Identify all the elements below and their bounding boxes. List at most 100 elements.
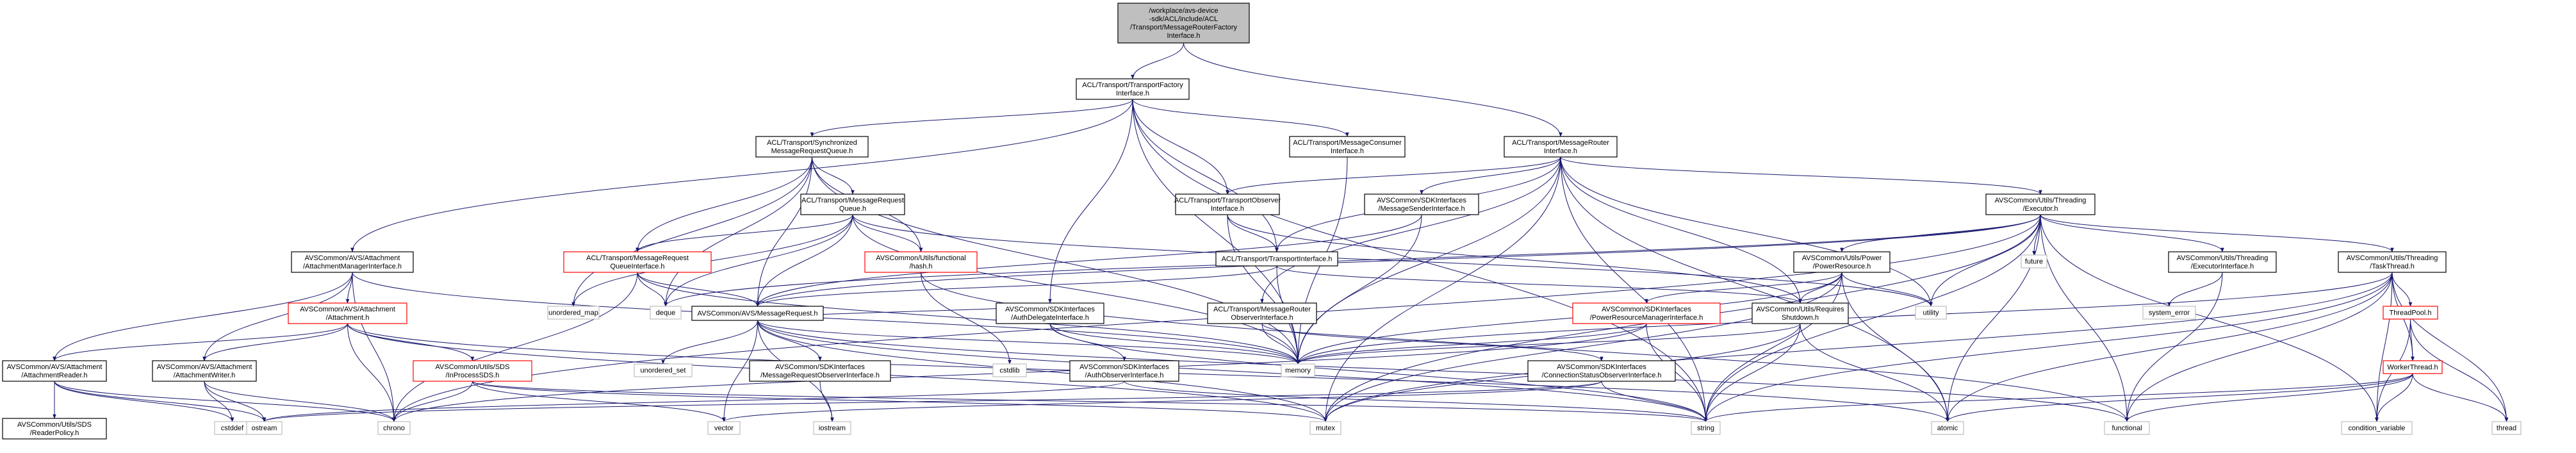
edge-mri-to-msi <box>1420 156 1561 195</box>
node-pres[interactable]: AVSCommon/Utils/Power/PowerResource.h <box>1793 251 1891 273</box>
node-label-line: cstdlib <box>999 367 1019 375</box>
node-mrqi[interactable]: ACL/Transport/MessageRequestQueueInterfa… <box>563 251 712 273</box>
edge-aoi-to-string <box>1124 381 1708 422</box>
node-attw[interactable]: AVSCommon/AVS/Attachment/AttachmentWrite… <box>152 360 257 382</box>
node-mrq[interactable]: ACL/Transport/MessageRequestQueue.h <box>800 194 905 215</box>
node-label-line: /ConnectionStatusObserverInterface.h <box>1541 372 1661 379</box>
node-rpol[interactable]: AVSCommon/Utils/SDS/ReaderPolicy.h <box>2 418 107 440</box>
node-attr[interactable]: AVSCommon/AVS/Attachment/AttachmentReade… <box>2 360 107 382</box>
node-exe[interactable]: AVSCommon/Utils/Threading/Executor.h <box>1985 194 2096 215</box>
node-label-line: /MessageRequestObserverInterface.h <box>760 372 880 379</box>
node-label-line: -sdk/ACL/include/ACL <box>1149 15 1218 23</box>
node-mroi[interactable]: ACL/Transport/MessageRouterObserverInter… <box>1207 302 1317 324</box>
node-umap[interactable]: unordered_map <box>547 306 600 320</box>
edge-sds-to-vector <box>472 381 726 422</box>
node-box <box>2104 421 2150 435</box>
node-box <box>1069 360 1179 382</box>
edge-mrqi-to-memory <box>637 272 1300 365</box>
node-vector[interactable]: vector <box>707 421 741 435</box>
edge-smrq-to-deque <box>664 156 812 307</box>
edge-exe-to-functional <box>2040 214 2129 422</box>
node-adi[interactable]: AVSCommon/SDKInterfaces/AuthDelegateInte… <box>996 302 1104 324</box>
edge-task-to-mutex <box>1324 272 2393 422</box>
node-prmi[interactable]: AVSCommon/SDKInterfaces/PowerResourceMan… <box>1572 302 1721 324</box>
node-box <box>413 360 532 382</box>
node-label-line: /Executor.h <box>2022 205 2058 213</box>
node-cstdlib[interactable]: cstdlib <box>992 363 1027 377</box>
node-tfi[interactable]: ACL/Transport/TransportFactoryInterface.… <box>1076 78 1190 100</box>
node-chrono[interactable]: chrono <box>377 421 411 435</box>
node-label-line: ACL/Transport/TransportFactory <box>1082 81 1183 89</box>
node-task[interactable]: AVSCommon/Utils/Threading/TaskThread.h <box>2338 251 2447 273</box>
edge-prmi-to-memory <box>1296 323 1647 365</box>
node-string[interactable]: string <box>1691 421 1721 435</box>
node-box <box>1281 363 1315 377</box>
node-box <box>1215 251 1338 267</box>
edge-tfi-to-ami <box>350 99 1133 252</box>
node-ti[interactable]: ACL/Transport/TransportInterface.h <box>1215 251 1338 267</box>
node-label-line: AVSCommon/SDKInterfaces <box>1557 363 1646 371</box>
node-box <box>1793 251 1891 273</box>
node-ami[interactable]: AVSCommon/AVS/Attachment/AttachmentManag… <box>291 251 414 273</box>
node-label-line: MessageRequestQueue.h <box>771 147 853 155</box>
edge-worker-to-atomic <box>1946 373 2413 422</box>
node-ostream[interactable]: ostream <box>246 421 283 435</box>
node-smrq[interactable]: ACL/Transport/SynchronizedMessageRequest… <box>755 136 869 158</box>
node-toi[interactable]: ACL/Transport/TransportObserverInterface… <box>1174 194 1281 215</box>
node-label-line: Interface.h <box>1167 32 1201 40</box>
node-box <box>2491 421 2522 435</box>
edge-root-to-mri <box>1183 42 1563 137</box>
node-future[interactable]: future <box>2021 254 2047 268</box>
node-condvar[interactable]: condition_variable <box>2341 421 2413 435</box>
node-box <box>2 418 107 440</box>
node-label-line: /Attachment.h <box>326 314 370 322</box>
node-root[interactable]: /workplace/avs-device-sdk/ACL/include/AC… <box>1117 3 1250 44</box>
node-functional[interactable]: functional <box>2104 421 2150 435</box>
node-worker[interactable]: WorkerThread.h <box>2383 360 2443 374</box>
node-syserr[interactable]: system_error <box>2142 306 2196 320</box>
node-box <box>291 251 414 273</box>
node-msgreq[interactable]: AVSCommon/AVS/MessageRequest.h <box>691 306 824 321</box>
node-box <box>634 363 693 377</box>
node-label-line: ACL/Transport/TransportInterface.h <box>1222 256 1333 263</box>
node-label-line: memory <box>1285 367 1311 375</box>
node-hash[interactable]: AVSCommon/Utils/functional/hash.h <box>864 251 978 273</box>
edge-mroi-to-memory <box>1261 323 1300 365</box>
node-iostream[interactable]: iostream <box>813 421 851 435</box>
node-box <box>2021 254 2047 268</box>
edge-mrqi-to-chrono <box>392 272 638 422</box>
edge-pres-to-string <box>1703 272 1842 422</box>
node-label-line: system_error <box>2149 309 2190 317</box>
node-utility[interactable]: utility <box>1915 306 1947 320</box>
edge-toi-to-rsd <box>1227 214 1802 304</box>
node-label-line: cstddef <box>221 425 244 432</box>
node-atomic[interactable]: atomic <box>1931 421 1964 435</box>
node-csoi[interactable]: AVSCommon/SDKInterfaces/ConnectionStatus… <box>1527 360 1676 382</box>
node-sds[interactable]: AVSCommon/Utils/SDS/InProcessSDS.h <box>413 360 532 382</box>
node-label-line: utility <box>1923 309 1939 317</box>
node-box <box>1915 306 1947 320</box>
node-thread[interactable]: thread <box>2491 421 2522 435</box>
node-aoi[interactable]: AVSCommon/SDKInterfaces/AuthObserverInte… <box>1069 360 1179 382</box>
edge-mroi2-to-iostream <box>819 381 834 422</box>
edge-att-to-sds <box>347 323 475 361</box>
edge-ami-to-memory <box>352 272 1300 365</box>
node-label-line: /workplace/avs-device <box>1149 7 1218 15</box>
node-cstddef[interactable]: cstddef <box>214 421 250 435</box>
edge-rsd-to-atomic <box>1800 323 1949 422</box>
node-msi[interactable]: AVSCommon/SDKInterfaces/MessageSenderInt… <box>1364 194 1479 215</box>
node-deque[interactable]: deque <box>650 306 682 320</box>
node-memory[interactable]: memory <box>1281 363 1315 377</box>
node-execi[interactable]: AVSCommon/Utils/Threading/ExecutorInterf… <box>2168 251 2277 273</box>
node-box <box>650 306 682 320</box>
node-mroi2[interactable]: AVSCommon/SDKInterfaces/MessageRequestOb… <box>749 360 891 382</box>
node-uset[interactable]: unordered_set <box>634 363 693 377</box>
node-mutex[interactable]: mutex <box>1309 421 1341 435</box>
edge-attw-to-chrono <box>204 381 396 422</box>
node-tpool[interactable]: ThreadPool.h <box>2383 306 2438 320</box>
node-att[interactable]: AVSCommon/AVS/Attachment/Attachment.h <box>288 302 407 324</box>
node-box <box>996 302 1104 324</box>
